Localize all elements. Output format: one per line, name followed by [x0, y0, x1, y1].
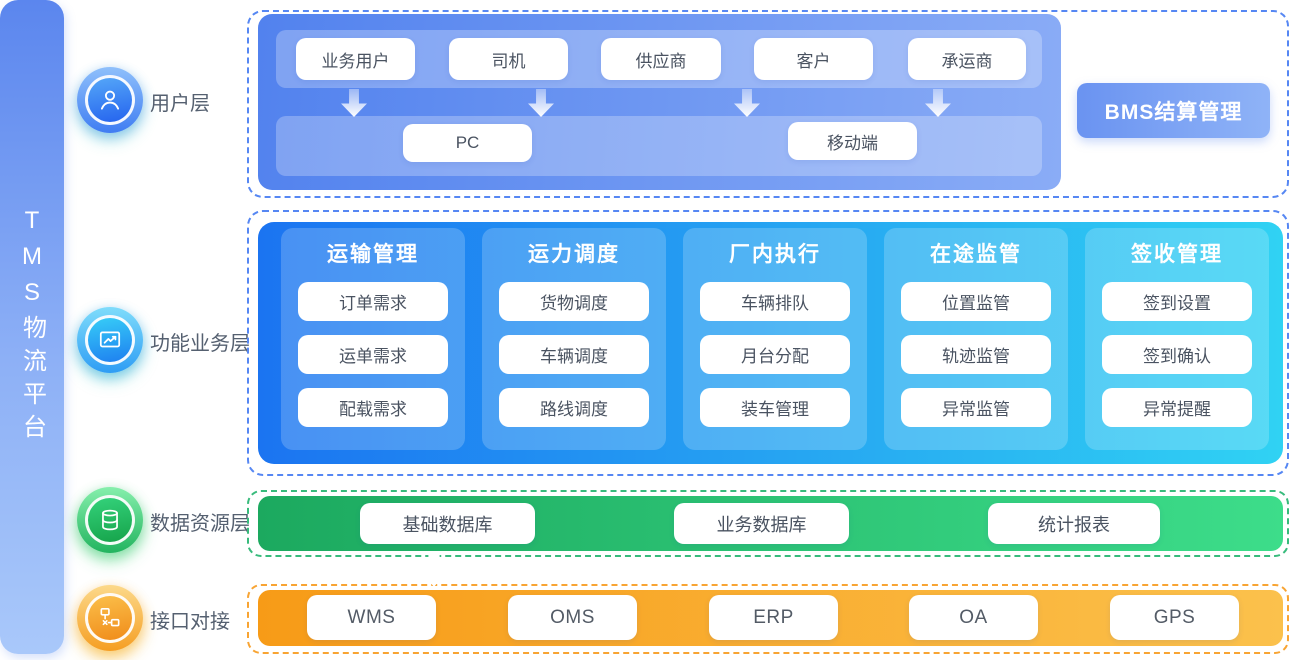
- function-column-transit-monitor: 在途监管 位置监管 轨迹监管 异常监管: [884, 228, 1068, 450]
- function-column-factory: 厂内执行 车辆排队 月台分配 装车管理: [683, 228, 867, 450]
- interface-pill-gps: GPS: [1110, 595, 1239, 640]
- column-title: 运力调度: [528, 243, 620, 266]
- workflow-icon: [85, 593, 135, 643]
- function-item-pill: 车辆调度: [499, 335, 649, 374]
- platform-title: TMS物流平台: [18, 207, 46, 447]
- function-item-pill: 异常提醒: [1102, 388, 1252, 427]
- function-item-pill: 运单需求: [298, 335, 448, 374]
- database-icon: [85, 495, 135, 545]
- function-item-pill: 配载需求: [298, 388, 448, 427]
- function-item-pill: 轨迹监管: [901, 335, 1051, 374]
- function-item-pill: 月台分配: [700, 335, 850, 374]
- function-layer-label: 功能业务层: [150, 333, 250, 355]
- interface-pill-oa: OA: [909, 595, 1038, 640]
- interface-layer-panel: [247, 584, 1289, 654]
- function-item-pill: 车辆排队: [700, 282, 850, 321]
- function-layer-panel: [247, 210, 1289, 476]
- column-title: 厂内执行: [729, 243, 821, 266]
- role-pill-carrier: 承运商: [908, 38, 1026, 80]
- function-item-pill: 订单需求: [298, 282, 448, 321]
- line-chart-icon: [85, 315, 135, 365]
- role-pill-business-user: 业务用户: [296, 38, 415, 80]
- column-title: 在途监管: [930, 243, 1022, 266]
- column-title: 签收管理: [1131, 243, 1223, 266]
- interface-pill-erp: ERP: [709, 595, 838, 640]
- data-layer-badge: [77, 487, 143, 553]
- data-layer-label: 数据资源层: [150, 513, 250, 535]
- data-pill-business-db: 业务数据库: [674, 503, 849, 544]
- function-layer-badge: [77, 307, 143, 373]
- function-item-pill: 异常监管: [901, 388, 1051, 427]
- interface-layer-label: 接口对接: [150, 611, 230, 633]
- data-layer-panel: [247, 490, 1289, 557]
- interface-pill-oms: OMS: [508, 595, 637, 640]
- bms-settlement-button: BMS结算管理: [1077, 83, 1270, 138]
- user-layer-label: 用户层: [150, 93, 210, 115]
- user-layer-panel: [247, 10, 1289, 198]
- interface-pill-wms: WMS: [307, 595, 436, 640]
- function-column-transport: 运输管理 订单需求 运单需求 配载需求: [281, 228, 465, 450]
- role-pill-customer: 客户: [754, 38, 873, 80]
- data-pill-base-db: 基础数据库: [360, 503, 535, 544]
- role-pill-driver: 司机: [449, 38, 568, 80]
- function-item-pill: 货物调度: [499, 282, 649, 321]
- data-pill-report: 统计报表: [988, 503, 1160, 544]
- function-column-sign-off: 签收管理 签到设置 签到确认 异常提醒: [1085, 228, 1269, 450]
- function-item-pill: 路线调度: [499, 388, 649, 427]
- platform-title-bar: TMS物流平台: [0, 0, 64, 654]
- user-layer-badge: [77, 67, 143, 133]
- function-item-pill: 位置监管: [901, 282, 1051, 321]
- device-pill-mobile: 移动端: [788, 122, 917, 160]
- device-pill-pc: PC: [403, 124, 532, 162]
- function-item-pill: 签到确认: [1102, 335, 1252, 374]
- role-pill-supplier: 供应商: [601, 38, 721, 80]
- column-title: 运输管理: [327, 243, 419, 266]
- function-column-capacity: 运力调度 货物调度 车辆调度 路线调度: [482, 228, 666, 450]
- user-icon: [85, 75, 135, 125]
- interface-layer-badge: [77, 585, 143, 651]
- device-row-strip: [276, 116, 1042, 176]
- function-item-pill: 装车管理: [700, 388, 850, 427]
- function-item-pill: 签到设置: [1102, 282, 1252, 321]
